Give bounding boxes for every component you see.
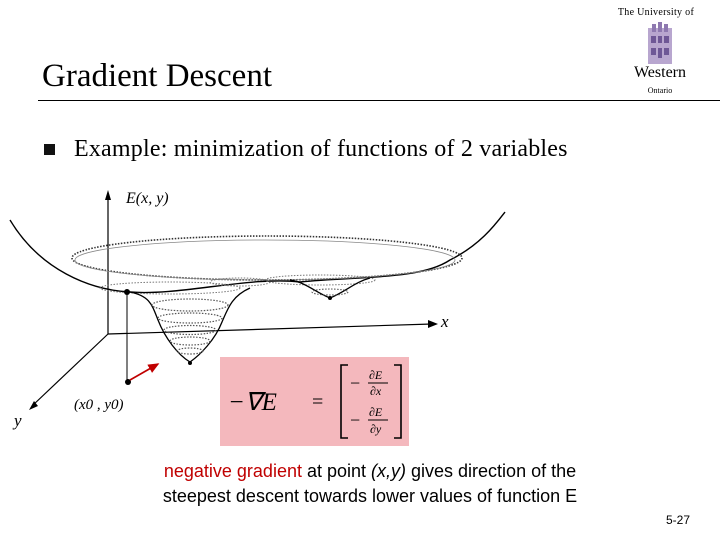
- caption-part4: gives direction of the: [406, 461, 577, 481]
- entry1-den: ∂x: [370, 384, 382, 398]
- gradient-formula: −∇E = − ∂E ∂x − ∂E ∂y: [228, 364, 402, 439]
- page-number: 5-27: [665, 513, 690, 527]
- gradient-arrow: [129, 363, 160, 381]
- caption-highlight: negative gradient: [163, 461, 302, 481]
- y-axis-label: y: [12, 411, 22, 430]
- x-axis-label: x: [440, 312, 449, 331]
- caption-point: (x,y): [371, 461, 407, 481]
- entry2-minus: −: [350, 410, 360, 430]
- caption: negative gradient at point (x,y) gives d…: [120, 459, 620, 509]
- university-name: Western: [633, 64, 687, 81]
- title-divider: [38, 100, 720, 101]
- entry2-den: ∂y: [370, 422, 382, 436]
- slide-title: Gradient Descent: [42, 58, 272, 94]
- university-prefix: The University of: [617, 7, 695, 18]
- y-axis: [31, 333, 109, 407]
- university-crest-icon: [648, 22, 672, 64]
- caption-part2: at point: [301, 461, 372, 481]
- formula-equals: =: [312, 391, 323, 413]
- point-label: (x0 , y0): [74, 397, 124, 413]
- university-sub: Ontario: [647, 86, 673, 95]
- formula-lhs: −∇E: [228, 389, 277, 416]
- z-axis-label: E(x, y): [125, 190, 169, 207]
- surface-point: [124, 289, 130, 295]
- surface-outer: [9, 211, 506, 294]
- gradient-formula-box: −∇E = − ∂E ∂x − ∂E ∂y: [220, 357, 409, 446]
- entry1-num: ∂E: [369, 368, 383, 382]
- caption-line2: steepest descent towards lower values of…: [162, 486, 578, 506]
- base-point: [125, 379, 131, 385]
- entry1-minus: −: [350, 373, 360, 393]
- bullet-square-icon: [44, 144, 55, 155]
- surface-diagram: E(x, y) x y (x0 , y0): [9, 190, 506, 430]
- bullet-text: Example: minimization of functions of 2 …: [74, 136, 568, 162]
- x-axis: [107, 323, 433, 335]
- entry2-num: ∂E: [369, 405, 383, 419]
